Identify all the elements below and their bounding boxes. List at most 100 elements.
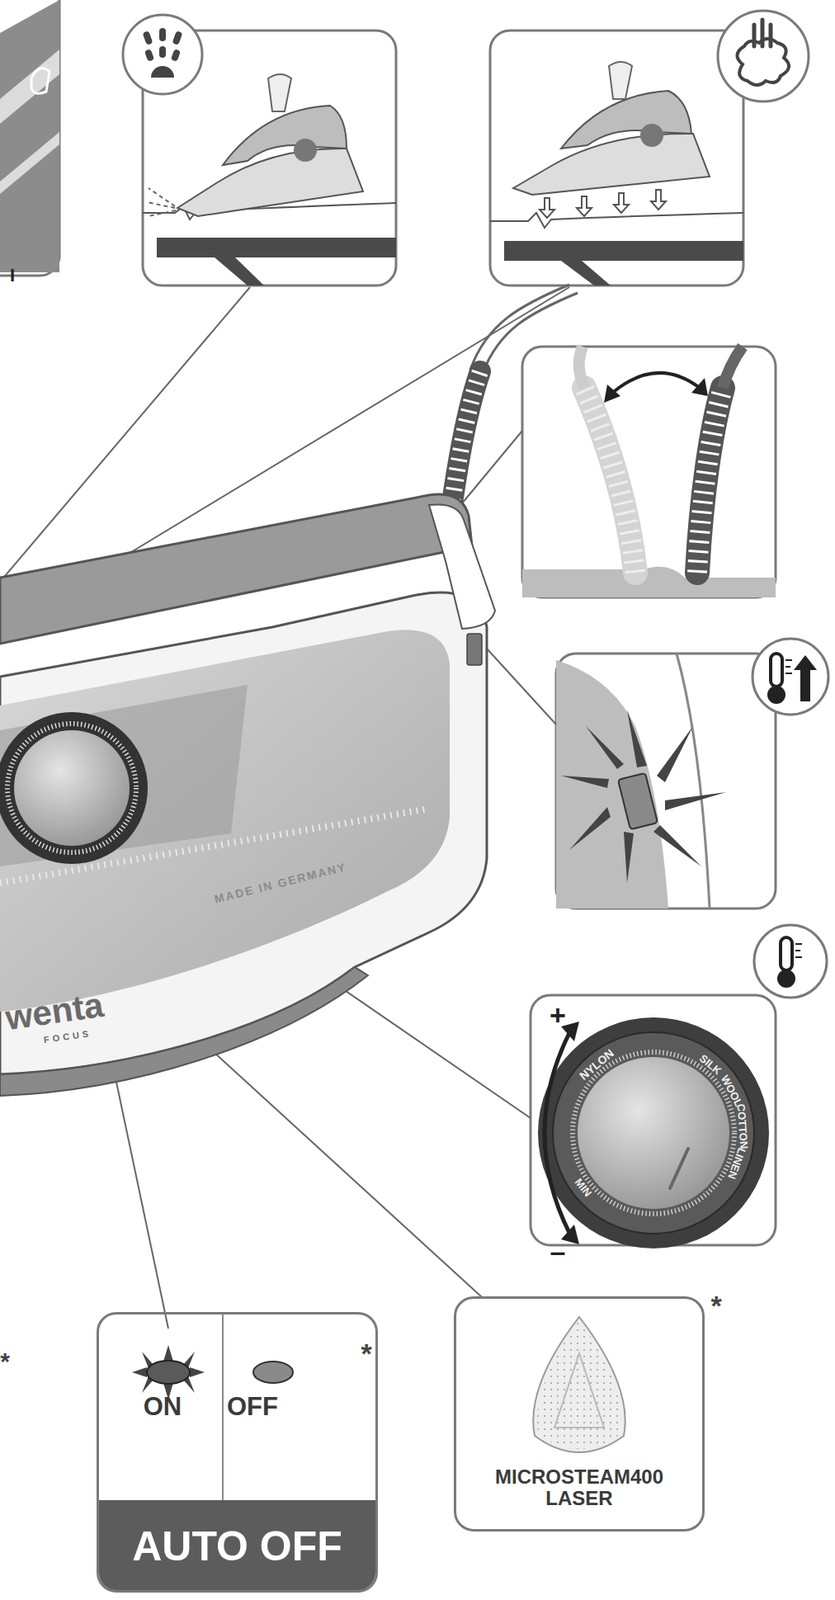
- cord-boot: [697, 387, 723, 573]
- ray: [623, 831, 634, 883]
- divider: [221, 1311, 224, 1501]
- spray-lines: [146, 188, 176, 217]
- mini-iron: [513, 133, 710, 195]
- iron-dial-knob: [14, 730, 130, 846]
- mini-iron: [177, 148, 364, 217]
- ironing-board: [156, 237, 397, 258]
- ray: [561, 775, 609, 788]
- tank-stripes: [0, 49, 60, 194]
- footnote-mark: *: [360, 1337, 372, 1370]
- lamp-off: [253, 1361, 293, 1383]
- ray: [627, 709, 647, 768]
- mini-dial: [293, 138, 317, 162]
- dial-outer: [537, 1017, 769, 1249]
- spray-dash: [172, 30, 184, 46]
- callout-box: [0, 0, 60, 276]
- ray: [569, 806, 611, 850]
- cord: [722, 346, 743, 388]
- iron-dial-ticks: [7, 723, 137, 853]
- mini-dial: [640, 123, 664, 147]
- mini-iron-handle: [222, 105, 347, 166]
- ray: [585, 726, 624, 769]
- leader-lines: [0, 287, 570, 1329]
- lamp-on: [146, 1360, 190, 1384]
- cord-ribs: [697, 387, 723, 573]
- soleplate-box: MICROSTEAM400 LASER: [453, 1296, 705, 1532]
- board-leg: [561, 260, 611, 286]
- board-leg: [214, 257, 265, 286]
- cord-ghost: [579, 346, 585, 388]
- spray-dash: [170, 48, 181, 62]
- footnote-mark: *: [710, 1289, 722, 1322]
- spray-dash: [159, 46, 166, 58]
- cord-ribs-ghost: [584, 387, 636, 573]
- thermometer-bulb: [777, 969, 796, 988]
- thermometer: [770, 653, 783, 687]
- power-cord: [470, 284, 578, 373]
- plus-sign: +: [549, 999, 567, 1032]
- heat-icon: [754, 924, 827, 998]
- box-fill: [96, 1311, 378, 1593]
- iron-edge: [676, 653, 710, 909]
- light-rays: [561, 709, 727, 883]
- thermometer-ticks: [785, 660, 793, 674]
- box-label: MICROSTEAM400 LASER: [478, 1466, 680, 1510]
- steam-icon: [717, 10, 809, 102]
- spray-symbol: [142, 28, 184, 78]
- callout-box: [490, 30, 744, 286]
- leader-line: [486, 648, 557, 725]
- steam-arrow: [651, 189, 666, 210]
- box-label: ON: [104, 1392, 221, 1421]
- iron-top: [0, 629, 450, 1012]
- box-fill: [453, 1296, 705, 1532]
- fabric-line: [490, 212, 744, 228]
- steam-arrow: [613, 193, 629, 213]
- lamp-rays: [132, 1344, 205, 1400]
- handle-rear: [429, 504, 496, 629]
- water-tank: [0, 0, 60, 273]
- rotate-arrow: [544, 1033, 570, 1233]
- callout-box: [522, 346, 776, 598]
- steam-jets: [754, 19, 771, 47]
- arrow-heads: [603, 377, 708, 403]
- iron-rear: [522, 566, 776, 598]
- dial-needle: [669, 1148, 689, 1189]
- hand: [268, 74, 292, 112]
- ray: [665, 792, 727, 811]
- thermometer: [780, 937, 793, 971]
- hand: [608, 61, 633, 100]
- spray-dash: [144, 48, 155, 62]
- up-arrow: [793, 655, 817, 702]
- ray: [653, 825, 702, 867]
- mini-iron-handle: [561, 90, 692, 149]
- iron-soleplate: [0, 967, 368, 1096]
- dial-ticks: [572, 1052, 735, 1214]
- steam-arrow: [576, 196, 592, 217]
- heat-icon: [752, 638, 829, 715]
- minus-sign: –: [550, 1235, 567, 1268]
- arrow-heads: [561, 1021, 580, 1245]
- ray: [132, 1344, 205, 1400]
- dial-ring: [552, 1032, 755, 1234]
- band-label: AUTO OFF: [96, 1500, 378, 1593]
- jug-icon: [31, 68, 50, 95]
- swivel-arrow: [610, 372, 700, 395]
- thermometer-bulb: [767, 685, 786, 704]
- thermometer-ticks: [795, 943, 802, 958]
- steam-arrow: [539, 198, 555, 218]
- footnote-mark: *: [0, 1347, 10, 1376]
- indicator-light: [617, 773, 658, 830]
- iron-surface: [556, 660, 669, 909]
- iron-dial: [0, 712, 148, 864]
- steam-holes: [537, 1320, 622, 1449]
- callout-box: [556, 653, 776, 909]
- cord-boot-ghost: [584, 387, 636, 573]
- spray-dash: [142, 30, 154, 46]
- steam-arrows: [539, 189, 666, 218]
- indicator-light: [467, 633, 482, 666]
- spray-nozzle: [150, 66, 175, 78]
- auto-off-box: ONOFFAUTO OFF: [96, 1311, 378, 1593]
- ray: [656, 726, 694, 783]
